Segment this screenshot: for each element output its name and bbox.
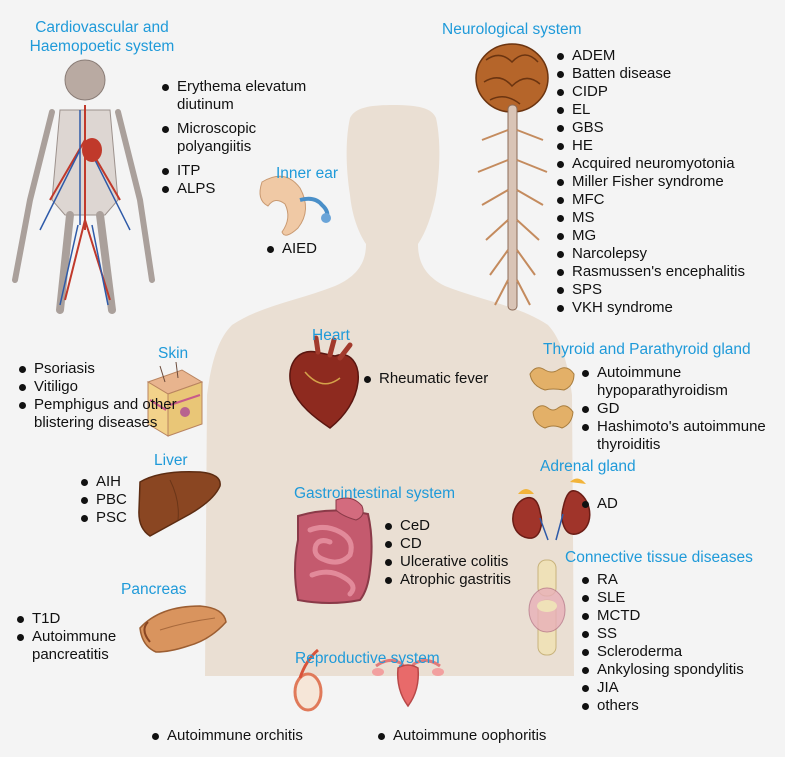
list-item: Miller Fisher syndrome — [555, 173, 745, 191]
neuro-title: Neurological system — [442, 21, 582, 38]
list-item: Vitiligo — [17, 378, 197, 396]
heart-list: Rheumatic fever — [362, 370, 488, 388]
thyroid-icon — [529, 367, 575, 429]
list-item: JIA — [580, 679, 744, 697]
list-item: RA — [580, 571, 744, 589]
cardio-title-line1: Cardiovascular and — [35, 19, 169, 36]
ear-icon — [259, 175, 331, 236]
list-item: PSC — [79, 509, 127, 527]
connective-title: Connective tissue diseases — [565, 549, 753, 566]
pancreas-icon — [139, 605, 227, 653]
list-item: VKH syndrome — [555, 299, 745, 317]
list-item: MS — [555, 209, 745, 227]
list-item: SPS — [555, 281, 745, 299]
list-item: T1D — [15, 610, 140, 628]
adrenal-list: AD — [580, 495, 618, 513]
list-item: ADEM — [555, 47, 745, 65]
list-item: others — [580, 697, 744, 715]
list-item: Microscopic polyangiitis — [160, 120, 330, 156]
list-item: Autoimmune pancreatitis — [15, 628, 140, 664]
skin-layers-icon — [146, 361, 204, 437]
brain-spinal-cord-icon — [475, 43, 549, 311]
connective-list: RA SLE MCTD SS Scleroderma Ankylosing sp… — [580, 571, 744, 715]
pancreas-list: T1D Autoimmune pancreatitis — [15, 610, 140, 664]
testis-icon — [293, 648, 323, 712]
list-item: ALPS — [160, 180, 330, 198]
intestines-icon — [294, 497, 373, 604]
thyroid-list: Autoimmune hypoparathyroidism GD Hashimo… — [580, 364, 780, 454]
list-item: Autoimmune oophoritis — [376, 727, 546, 745]
list-item: AIED — [265, 240, 317, 258]
repro-title: Reproductive system — [295, 650, 440, 667]
list-item: SS — [580, 625, 744, 643]
list-item: Psoriasis — [17, 360, 197, 378]
liver-title: Liver — [154, 452, 188, 469]
list-item: AIH — [79, 473, 127, 491]
list-item: Erythema elevatum diutinum — [160, 78, 330, 114]
ear-list: AIED — [265, 240, 317, 258]
list-item: GD — [580, 400, 780, 418]
repro-list-female: Autoimmune oophoritis — [376, 727, 546, 745]
list-item: Ulcerative colitis — [383, 553, 511, 571]
list-item: CD — [383, 535, 511, 553]
ear-title: Inner ear — [276, 165, 339, 182]
body-circulation-icon — [12, 59, 155, 314]
list-item: PBC — [79, 491, 127, 509]
heart-title: Heart — [312, 327, 350, 344]
thyroid-title: Thyroid and Parathyroid gland — [543, 341, 751, 358]
pancreas-title: Pancreas — [121, 581, 187, 598]
cardio-list: Erythema elevatum diutinum Microscopic p… — [160, 78, 330, 198]
list-item: Rheumatic fever — [362, 370, 488, 388]
joint-icon — [528, 559, 566, 656]
list-item: Autoimmune orchitis — [150, 727, 303, 745]
list-item: Ankylosing spondylitis — [580, 661, 744, 679]
list-item: SLE — [580, 589, 744, 607]
list-item: Autoimmune hypoparathyroidism — [580, 364, 780, 400]
heart-icon — [289, 335, 359, 429]
list-item: GBS — [555, 119, 745, 137]
list-item: Narcolepsy — [555, 245, 745, 263]
adrenal-title: Adrenal gland — [540, 458, 636, 475]
liver-icon — [138, 470, 221, 537]
repro-list-male: Autoimmune orchitis — [150, 727, 303, 745]
liver-list: AIH PBC PSC — [79, 473, 127, 527]
list-item: MFC — [555, 191, 745, 209]
cardio-title: Cardiovascular and Haemopoetic system — [17, 18, 187, 56]
gi-title: Gastrointestinal system — [294, 485, 456, 502]
list-item: AD — [580, 495, 618, 513]
list-item: MG — [555, 227, 745, 245]
neuro-list: ADEM Batten disease CIDP EL GBS HE Acqui… — [555, 47, 745, 317]
list-item: HE — [555, 137, 745, 155]
list-item: CIDP — [555, 83, 745, 101]
skin-list: Psoriasis Vitiligo Pemphigus and other b… — [17, 360, 197, 432]
list-item: MCTD — [580, 607, 744, 625]
list-item: Rasmussen's encephalitis — [555, 263, 745, 281]
list-item: Scleroderma — [580, 643, 744, 661]
list-item: Acquired neuromyotonia — [555, 155, 745, 173]
gi-list: CeD CD Ulcerative colitis Atrophic gastr… — [383, 517, 511, 589]
cardio-title-line2: Haemopoetic system — [29, 38, 175, 55]
list-item: Batten disease — [555, 65, 745, 83]
list-item: Hashimoto's autoimmune thyroiditis — [580, 418, 780, 454]
skin-title: Skin — [158, 345, 189, 362]
list-item: CeD — [383, 517, 511, 535]
list-item: Atrophic gastritis — [383, 571, 511, 589]
list-item: Pemphigus and other blistering diseases — [17, 396, 197, 432]
uterus-icon — [372, 659, 444, 708]
list-item: ITP — [160, 162, 330, 180]
list-item: EL — [555, 101, 745, 119]
